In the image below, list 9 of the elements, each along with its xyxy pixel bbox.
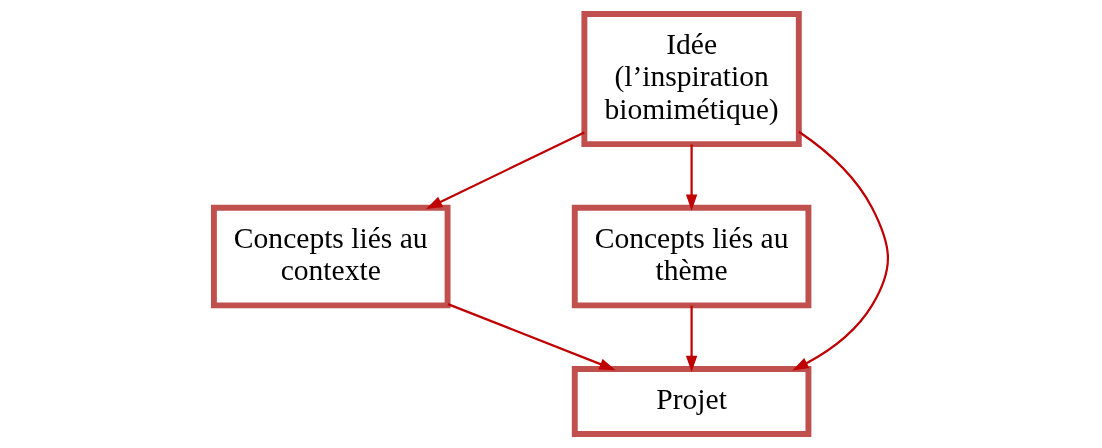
node-box: Idée (l’inspiration biomimétique) <box>581 11 802 148</box>
node-box: Concepts liés au contexte <box>210 204 451 309</box>
arrow <box>685 305 698 373</box>
arrow <box>447 303 616 371</box>
node-box: Concepts liés au thème <box>571 204 812 309</box>
arrow <box>792 130 889 371</box>
node-box: Projet <box>571 365 812 437</box>
arrow <box>685 144 698 211</box>
arrow <box>426 131 585 209</box>
